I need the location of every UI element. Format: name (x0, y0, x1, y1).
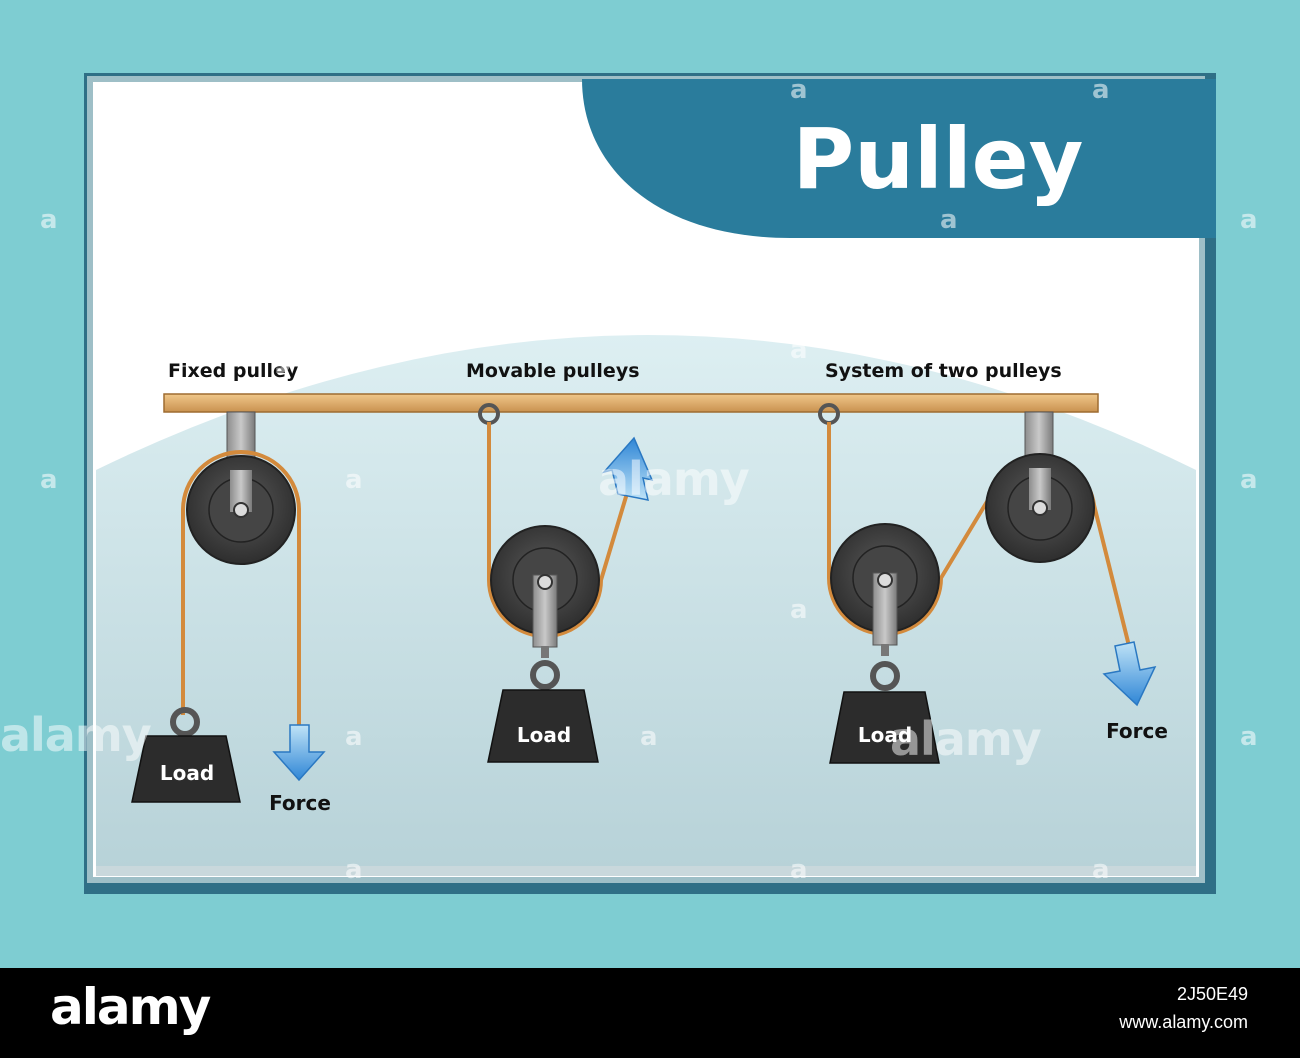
two-pulley-system-assembly: Load Force (818, 403, 1168, 764)
label-system-of-two-pulleys: System of two pulleys (825, 360, 1062, 382)
force-label: Force (269, 791, 331, 815)
load-weight (487, 689, 599, 763)
force-label: Force (1106, 719, 1168, 743)
load-ring (530, 660, 560, 690)
load-label: Load (160, 761, 214, 785)
title-banner: Pulley (582, 79, 1216, 238)
fixed-pulley-assembly: Load Force (131, 411, 331, 815)
force-arrow-down (1102, 641, 1157, 707)
load-ring (870, 661, 900, 691)
movable-pulley-assembly: Load (478, 403, 654, 763)
load-weight (131, 735, 241, 803)
label-movable-pulleys: Movable pulleys (466, 360, 640, 382)
image-id: 2J50E49 (1176, 984, 1248, 1004)
rope (181, 450, 301, 730)
page-title: Pulley (793, 110, 1084, 208)
site-url: www.alamy.com (1119, 1012, 1248, 1032)
load-label: Load (858, 723, 912, 747)
force-arrow-down (272, 724, 326, 782)
label-fixed-pulley: Fixed pulley (168, 360, 299, 382)
load-label: Load (517, 723, 571, 747)
force-arrow-up (601, 436, 654, 501)
footer-bar: alamy 2J50E49 www.alamy.com (0, 968, 1300, 1058)
pulley-diagram: Pulley Fixed pulley Movable pulleys Syst… (84, 73, 1216, 894)
load-weight (829, 691, 940, 764)
alamy-logo: alamy (50, 978, 211, 1036)
ceiling-beam (163, 393, 1099, 413)
load-ring (170, 707, 200, 737)
